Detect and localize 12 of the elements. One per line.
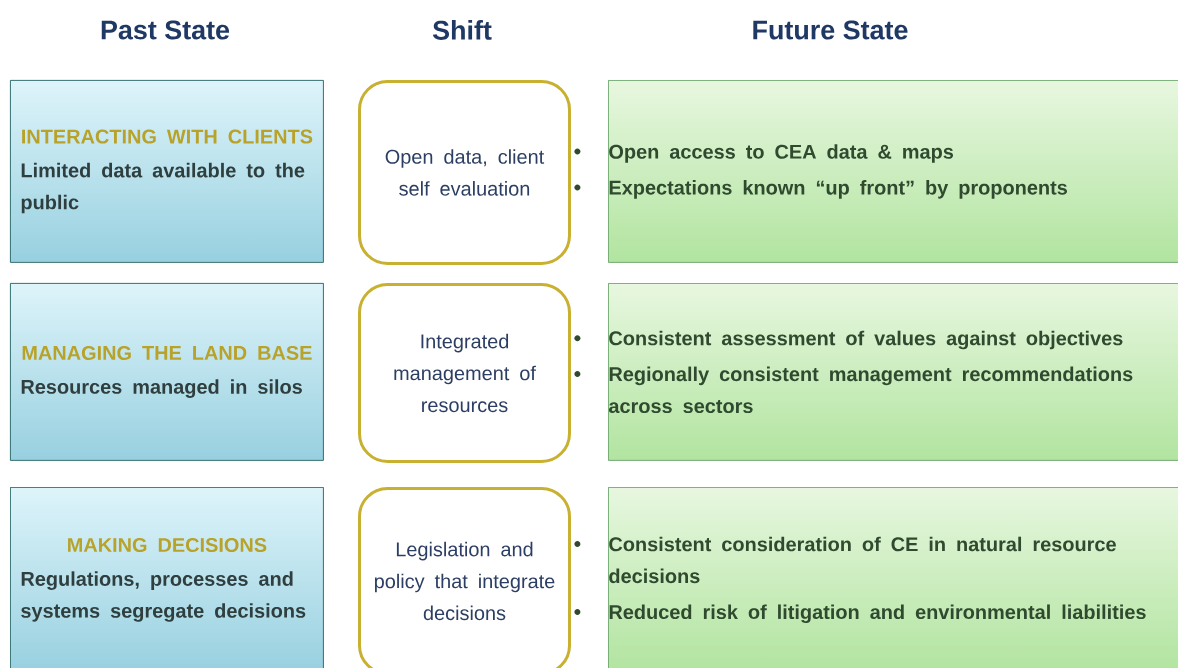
column-heading: Shift (432, 20, 492, 40)
shift-box: Integrated management of resources (358, 283, 571, 463)
past-state-box: MANAGING THE LAND BASE Resources managed in silos (10, 283, 324, 461)
column-heading: Future State (753, 20, 908, 40)
shift-box: Open data, client self evaluation (358, 80, 571, 265)
future-state-box: Open access to CEA data & maps Expectations known “up front” by proponents (574, 80, 1178, 263)
shift-box: Legislation and policy that integrate decisions (358, 487, 571, 668)
column-heading: Past State (101, 20, 230, 40)
future-state-box: Consistent assessment of values against objectives Regionally consistent management recommendations across sectors (574, 283, 1178, 461)
past-state-box: MAKING DECISIONS Regulations, processes and systems segregate decisions (10, 487, 324, 668)
future-state-box: Consistent consideration of CE in natural resource decisions Reduced risk of litigation and environmental liabilities (574, 487, 1178, 668)
past-state-box: INTERACTING WITH CLIENTS Limited data available to the public (10, 80, 324, 263)
